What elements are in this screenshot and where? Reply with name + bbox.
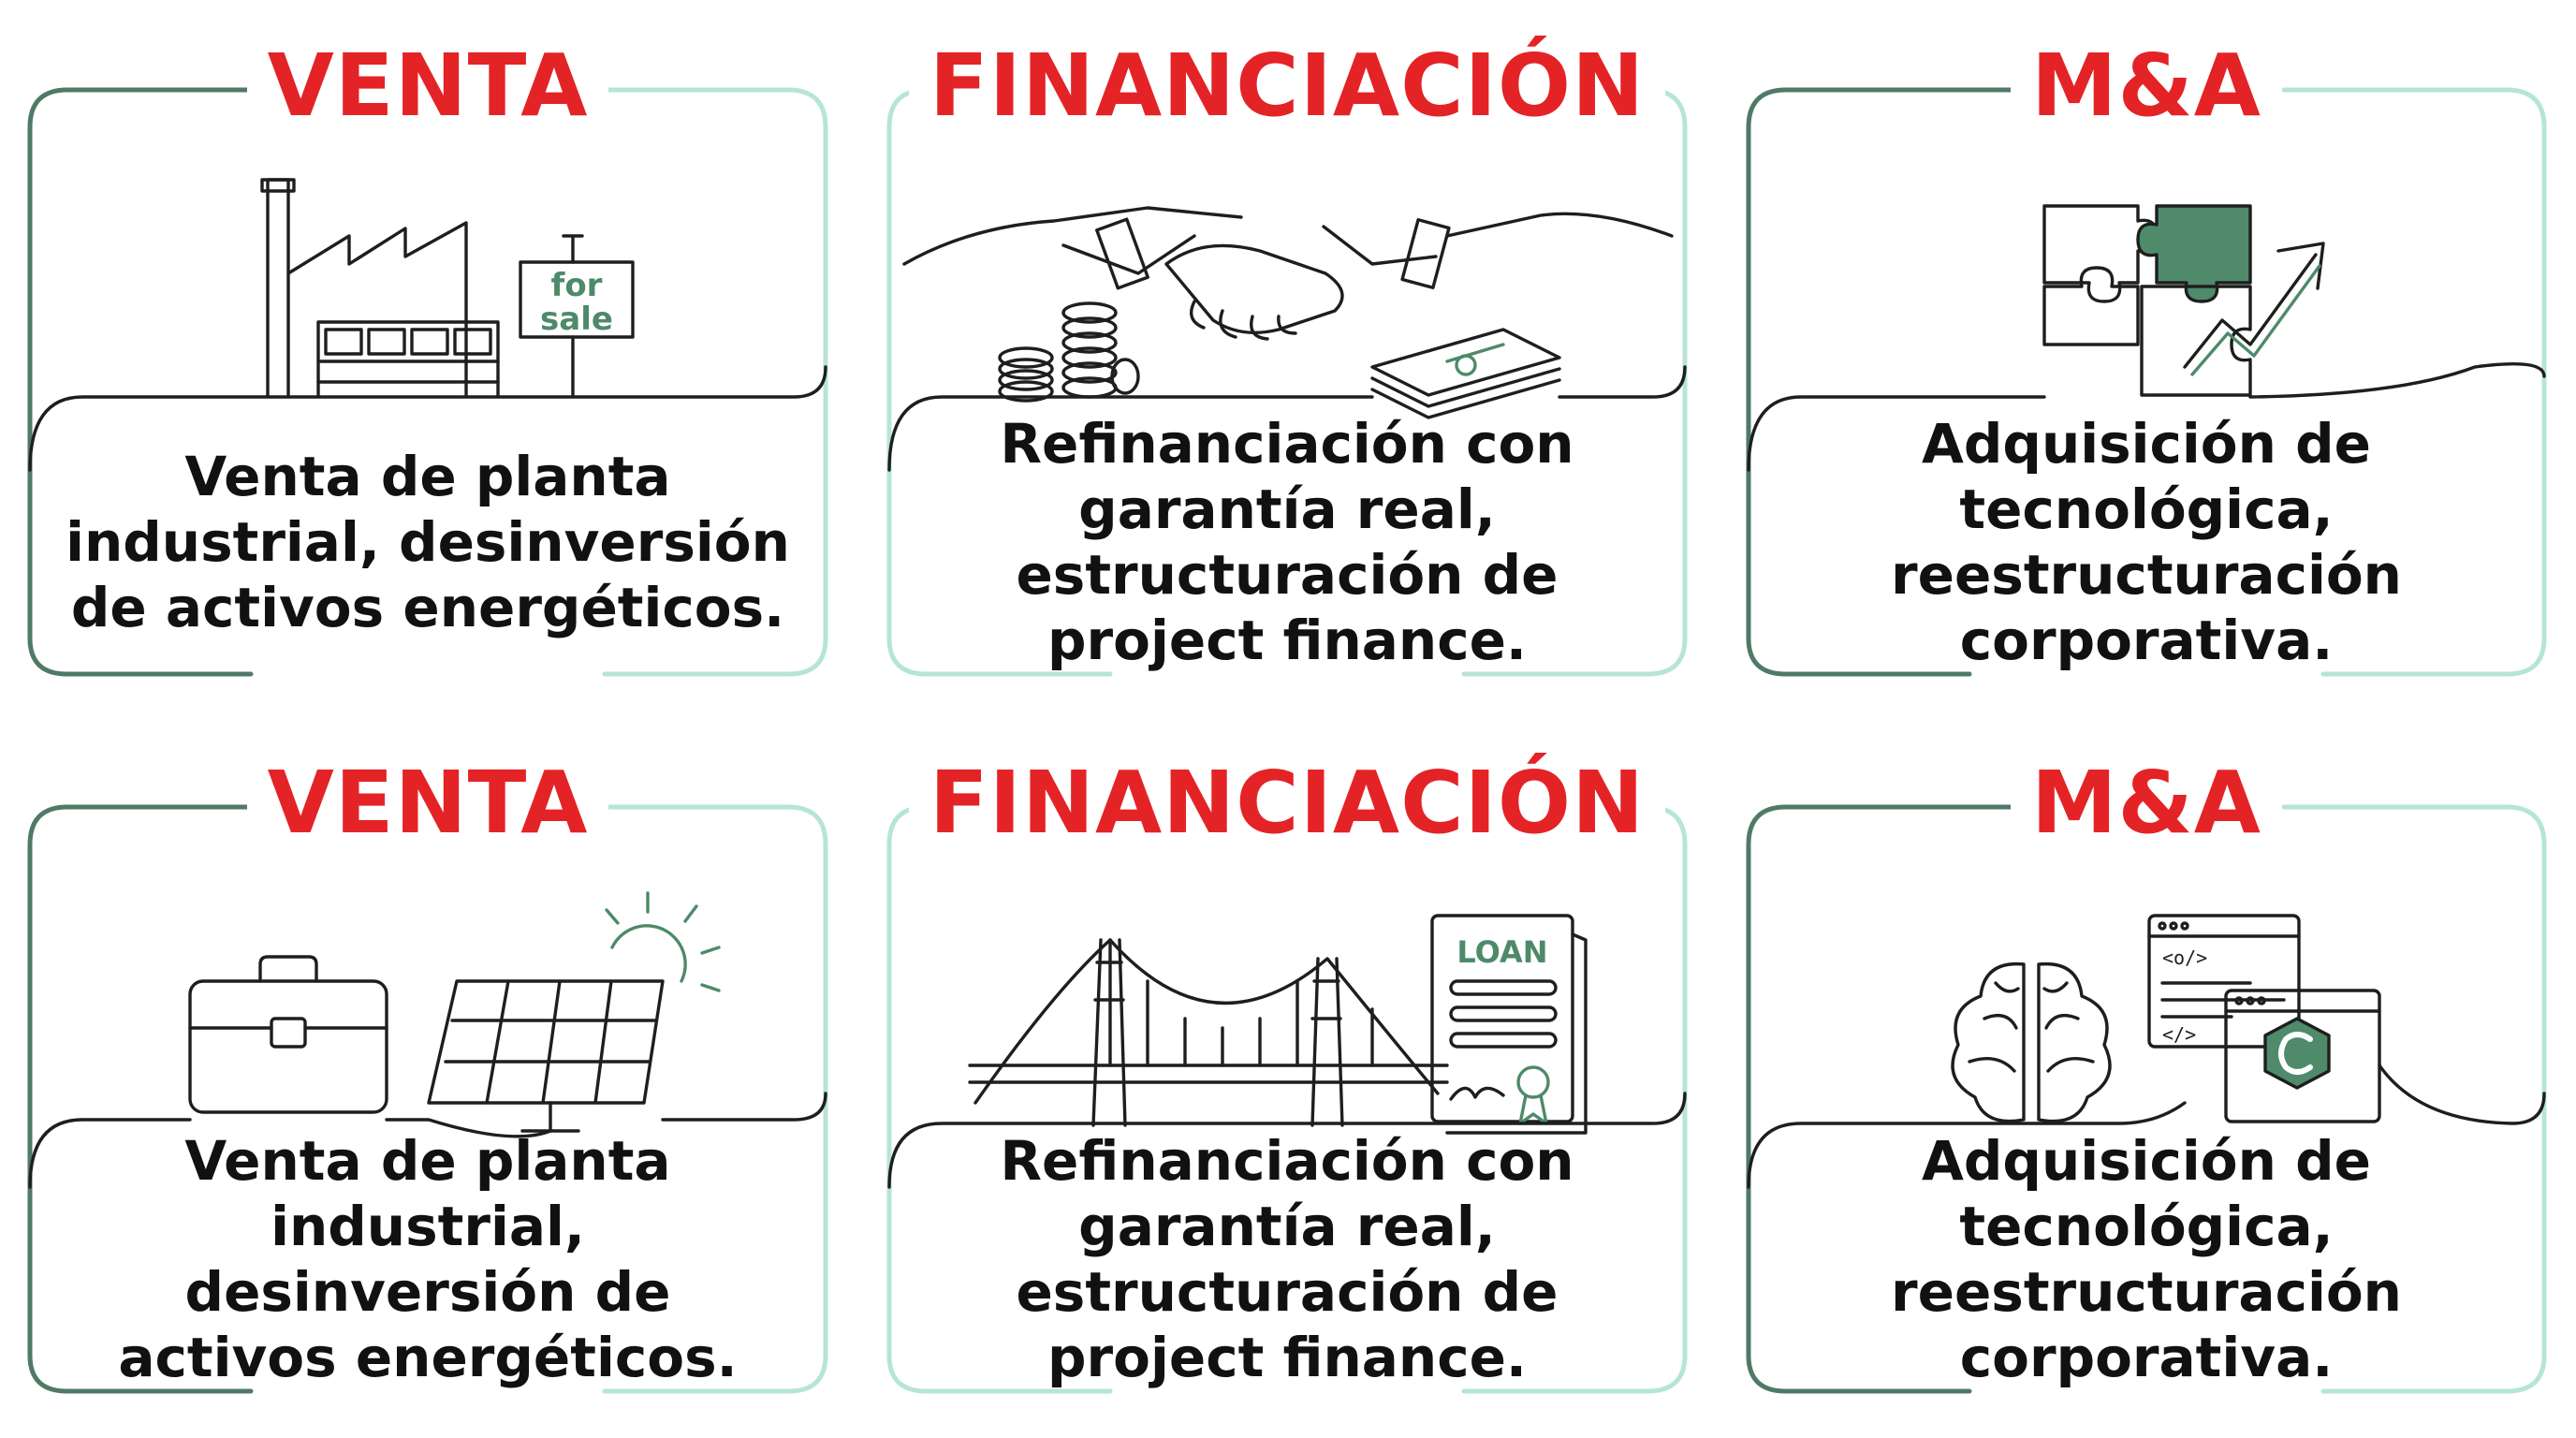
service-card-venta-1: VENTA for sale Venta de planta industria… bbox=[26, 37, 829, 678]
svg-text:sale: sale bbox=[540, 301, 613, 338]
briefcase-solar-panel-icon bbox=[28, 891, 827, 1189]
service-card-financiacion-1: FINANCIACIÓN Refinanciación con garantía… bbox=[886, 37, 1689, 678]
factory-for-sale-icon: for sale bbox=[28, 178, 827, 472]
card-description: Venta de planta industrial, desinversión… bbox=[118, 1129, 738, 1389]
card-title: FINANCIACIÓN bbox=[886, 37, 1689, 135]
brain-code-windows-icon: <o/> </> bbox=[1747, 914, 2546, 1189]
card-title: VENTA bbox=[26, 755, 829, 852]
svg-text:for: for bbox=[551, 267, 603, 304]
card-title: FINANCIACIÓN bbox=[886, 755, 1689, 852]
service-card-ma-1: M&A Adquisición de tecnológica, reestruc… bbox=[1745, 37, 2548, 678]
card-frame bbox=[27, 87, 828, 677]
card-description: Refinanciación con garantía real, estruc… bbox=[1000, 1129, 1574, 1389]
card-description: Adquisición de tecnológica, reestructura… bbox=[1891, 1129, 2402, 1389]
card-title: VENTA bbox=[26, 37, 829, 135]
handshake-money-icon bbox=[887, 206, 1687, 472]
card-title: M&A bbox=[1745, 37, 2548, 135]
bridge-loan-document-icon: LOAN bbox=[887, 914, 1687, 1189]
puzzle-growth-icon bbox=[1747, 204, 2546, 472]
svg-text:LOAN: LOAN bbox=[1456, 934, 1547, 970]
card-frame bbox=[1746, 87, 2547, 677]
service-card-venta-2: VENTA Venta de planta industrial, desinv… bbox=[26, 755, 829, 1395]
card-description: Venta de planta industrial, desinversión… bbox=[66, 445, 790, 639]
service-card-financiacion-2: FINANCIACIÓN LOAN Refinanciación con gar… bbox=[886, 755, 1689, 1395]
svg-text:<o/>: <o/> bbox=[2162, 946, 2207, 969]
card-description: Refinanciación con garantía real, estruc… bbox=[1000, 412, 1574, 672]
svg-text:</>: </> bbox=[2162, 1023, 2196, 1046]
card-description: Adquisición de tecnológica, reestructura… bbox=[1891, 412, 2402, 672]
service-card-ma-2: M&A <o/> </> Adquisición de tecnológica,… bbox=[1745, 755, 2548, 1395]
card-title: M&A bbox=[1745, 755, 2548, 852]
